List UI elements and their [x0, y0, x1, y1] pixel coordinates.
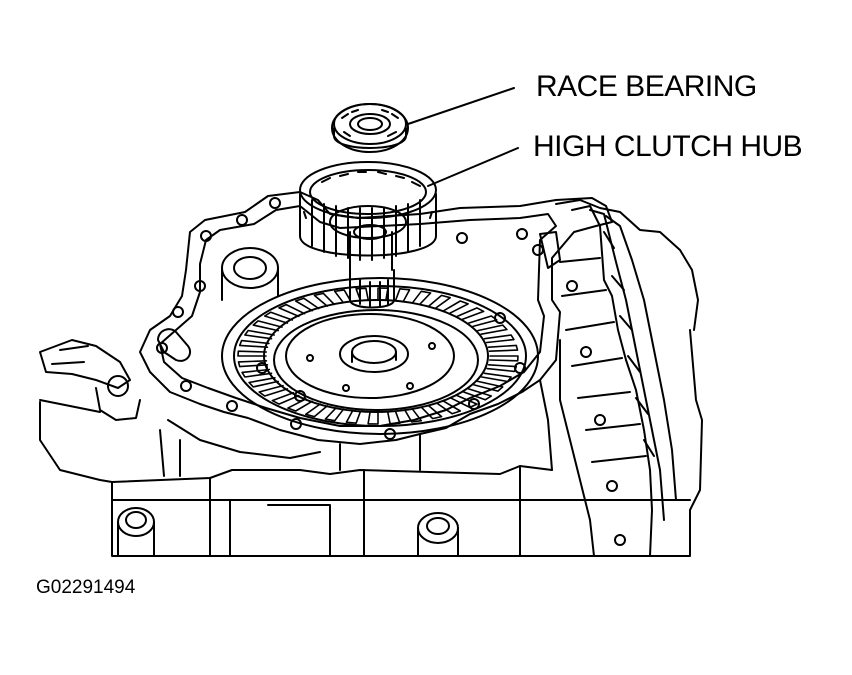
gear-tooth [278, 303, 306, 318]
gear-tooth [467, 315, 498, 328]
gear-tooth [367, 411, 379, 425]
gear-tooth [420, 405, 443, 420]
gear-tooth [237, 350, 268, 357]
transmission-case [39, 191, 703, 557]
race-bearing [331, 103, 409, 153]
gear-tooth [481, 372, 512, 383]
gear-tooth [473, 380, 504, 392]
gear-tooth [237, 360, 269, 368]
gear-tooth [450, 394, 478, 409]
gear-tooth [313, 292, 336, 307]
high-clutch-hub-leader [427, 147, 519, 187]
gear-tooth [486, 364, 518, 373]
gear-tooth [333, 289, 352, 304]
gear-tooth [488, 355, 519, 362]
gear-tooth [462, 388, 493, 401]
gear-tooth [252, 320, 283, 332]
gear-tooth [386, 410, 401, 425]
gear-tooth [238, 339, 270, 348]
gear-tooth [428, 294, 451, 309]
gear-tooth [324, 407, 345, 422]
gear-tooth [456, 307, 485, 321]
gear-tooth [483, 334, 515, 344]
race-bearing-label: RACE BEARING [536, 70, 757, 103]
gear-tooth [436, 400, 462, 415]
figure-id-label: G02291494 [36, 577, 136, 598]
gear-tooth [305, 403, 328, 418]
clutch-drum-bore [221, 277, 539, 435]
gear-tooth [271, 391, 300, 405]
gear-tooth [404, 408, 423, 423]
race-bearing-leader [407, 87, 515, 125]
gear-tooth [477, 324, 508, 335]
gear-tooth [355, 287, 370, 302]
gear-tooth [443, 300, 469, 314]
gear-tooth [345, 409, 362, 424]
gear-tooth [258, 384, 289, 397]
high-clutch-hub [299, 161, 437, 309]
gear-tooth [411, 290, 432, 305]
high-clutch-hub-label: HIGH CLUTCH HUB [533, 130, 803, 163]
gear-tooth [244, 329, 275, 340]
gear-tooth [487, 344, 519, 352]
gear-tooth [394, 288, 411, 303]
gear-tooth [263, 311, 294, 324]
gear-tooth [248, 377, 279, 388]
gear-tooth [287, 398, 313, 412]
gear-tooth [294, 297, 320, 312]
gear-tooth [241, 368, 273, 378]
gear-tooth [377, 287, 389, 301]
